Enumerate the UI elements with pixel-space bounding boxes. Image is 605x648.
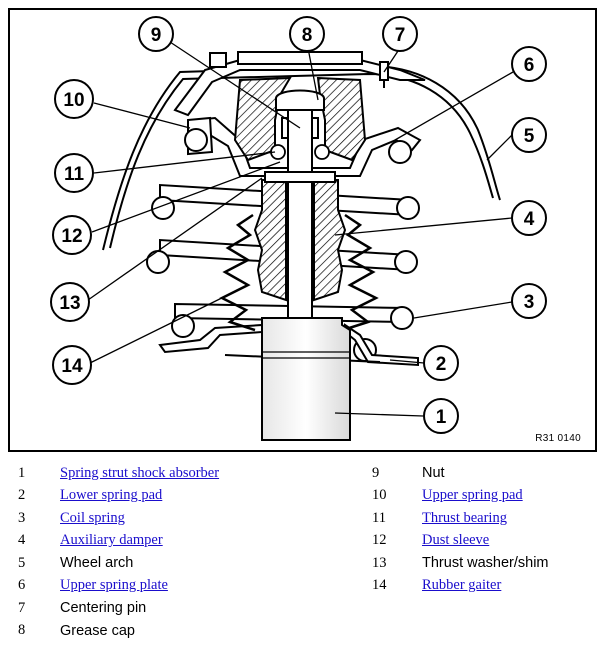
callout-10: 10 xyxy=(54,79,94,119)
legend-column-right: 9 Nut 10 Upper spring pad 11 Thrust bearing 12… xyxy=(362,462,549,597)
svg-text:13: 13 xyxy=(59,293,80,314)
svg-text:6: 6 xyxy=(524,55,535,76)
svg-text:2: 2 xyxy=(436,354,447,375)
callout-leaders xyxy=(87,41,514,417)
legend-row-14: 14 Rubber gaiter xyxy=(362,575,549,598)
upper-spring-pad xyxy=(184,116,412,164)
strut-diagram-drawing: 1 2 3 4 5 6 7 8 xyxy=(50,16,547,441)
legend-link-spring-strut-shock-absorber[interactable]: Spring strut shock absorber xyxy=(60,464,220,481)
callout-1: 1 xyxy=(423,398,459,434)
grease-cap xyxy=(275,89,325,111)
legend-row-9: 9 Nut xyxy=(362,462,549,485)
legend-row-2: 2 Lower spring pad xyxy=(0,485,219,508)
legend-label-centering-pin: Centering pin xyxy=(60,600,147,617)
legend-label-grease-cap: Grease cap xyxy=(60,622,135,639)
legend-link-upper-spring-pad[interactable]: Upper spring pad xyxy=(422,487,523,504)
legend-number: 3 xyxy=(18,509,26,526)
callout-4: 4 xyxy=(511,200,547,236)
legend-column-left: 1 Spring strut shock absorber 2 Lower sprin… xyxy=(0,462,219,642)
callout-6: 6 xyxy=(511,46,547,82)
svg-text:1: 1 xyxy=(436,407,447,428)
legend-row-3: 3 Coil spring xyxy=(0,507,219,530)
legend-number: 9 xyxy=(372,464,380,481)
callout-8: 8 xyxy=(289,16,325,52)
legend-label-nut: Nut xyxy=(422,465,445,482)
callout-14: 14 xyxy=(52,345,92,385)
legend-row-6: 6 Upper spring plate xyxy=(0,575,219,598)
strut-diagram-figure: 1 2 3 4 5 6 7 8 xyxy=(8,8,597,452)
legend-row-5: 5 Wheel arch xyxy=(0,552,219,575)
svg-text:10: 10 xyxy=(63,90,84,111)
legend-number: 5 xyxy=(18,554,26,571)
legend-number: 13 xyxy=(372,554,387,571)
thrust-bearing xyxy=(270,144,330,160)
legend-link-dust-sleeve[interactable]: Dust sleeve xyxy=(422,532,490,549)
callout-3: 3 xyxy=(511,283,547,319)
legend-row-7: 7 Centering pin xyxy=(0,597,219,620)
svg-text:12: 12 xyxy=(61,226,82,247)
legend-row-10: 10 Upper spring pad xyxy=(362,485,549,508)
svg-text:7: 7 xyxy=(395,25,406,46)
svg-text:11: 11 xyxy=(64,164,85,185)
legend-link-auxiliary-damper[interactable]: Auxiliary damper xyxy=(60,532,163,549)
svg-text:5: 5 xyxy=(524,126,535,147)
centering-pin xyxy=(379,61,389,88)
callout-7: 7 xyxy=(382,16,418,52)
legend-number: 7 xyxy=(18,599,26,616)
callout-2: 2 xyxy=(423,345,459,381)
figure-id: R31 0140 xyxy=(535,433,581,444)
legend-link-lower-spring-pad[interactable]: Lower spring pad xyxy=(60,487,163,504)
svg-text:9: 9 xyxy=(151,25,162,46)
callout-12: 12 xyxy=(52,215,92,255)
legend-link-thrust-bearing[interactable]: Thrust bearing xyxy=(422,509,507,526)
legend-label-thrust-washer-shim: Thrust washer/shim xyxy=(422,555,549,572)
auxiliary-damper xyxy=(253,179,347,302)
legend-row-4: 4 Auxiliary damper xyxy=(0,530,219,553)
parts-legend: 1 Spring strut shock absorber 2 Lower sprin… xyxy=(0,462,605,648)
svg-text:4: 4 xyxy=(524,209,535,230)
legend-row-11: 11 Thrust bearing xyxy=(362,507,549,530)
svg-text:14: 14 xyxy=(61,356,83,377)
legend-row-1: 1 Spring strut shock absorber xyxy=(0,462,219,485)
legend-number: 2 xyxy=(18,487,26,504)
legend-number: 11 xyxy=(372,509,386,526)
upper-spring-plate xyxy=(173,51,426,177)
dust-sleeve xyxy=(264,171,336,183)
legend-label-wheel-arch: Wheel arch xyxy=(60,555,134,572)
shock-absorber-body xyxy=(261,317,351,441)
legend-row-8: 8 Grease cap xyxy=(0,620,219,643)
legend-number: 12 xyxy=(372,532,387,549)
callout-5: 5 xyxy=(511,117,547,153)
legend-number: 8 xyxy=(18,622,26,639)
legend-number: 1 xyxy=(18,464,26,481)
piston-rod xyxy=(287,109,313,321)
legend-link-rubber-gaiter[interactable]: Rubber gaiter xyxy=(422,577,502,594)
callout-13: 13 xyxy=(50,282,90,322)
legend-number: 10 xyxy=(372,487,387,504)
callout-11: 11 xyxy=(54,153,94,193)
svg-text:8: 8 xyxy=(302,25,313,46)
legend-number: 14 xyxy=(372,577,387,594)
legend-row-12: 12 Dust sleeve xyxy=(362,530,549,553)
legend-link-upper-spring-plate[interactable]: Upper spring plate xyxy=(60,577,168,594)
legend-row-13: 13 Thrust washer/shim xyxy=(362,552,549,575)
rubber-gaiter xyxy=(219,213,379,332)
legend-number: 6 xyxy=(18,577,26,594)
legend-number: 4 xyxy=(18,532,26,549)
callout-9: 9 xyxy=(138,16,174,52)
svg-text:3: 3 xyxy=(524,292,535,313)
legend-link-coil-spring[interactable]: Coil spring xyxy=(60,509,125,526)
